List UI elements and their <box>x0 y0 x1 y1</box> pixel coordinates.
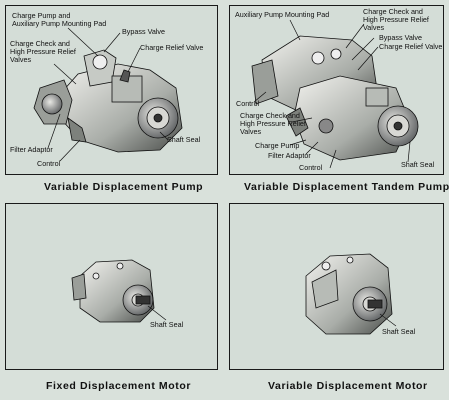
caption-variable-displacement-tandem-pump: Variable Displacement Tandem Pump <box>244 181 449 193</box>
label-shaft-seal: Shaft Seal <box>167 135 201 144</box>
label-charge-relief-valve: Charge Relief Valve <box>379 42 443 51</box>
label-charge-pump: Charge Pump <box>255 141 300 150</box>
variable-displacement-motor-drawing <box>305 253 397 335</box>
variable-displacement-pump-drawing <box>33 27 183 162</box>
label-charge-check-valves-top: Charge Check and High Pressure Relief Va… <box>363 7 429 32</box>
label-shaft-seal: Shaft Seal <box>382 327 416 336</box>
label-filter-adaptor: Filter Adaptor <box>10 145 53 154</box>
label-bypass-valve: Bypass Valve <box>379 33 423 42</box>
caption-fixed-displacement-motor: Fixed Displacement Motor <box>46 380 192 392</box>
label-control-top: Control <box>236 99 260 108</box>
label-charge-check-valves: Charge Check and High Pressure Relief Va… <box>10 39 76 64</box>
label-shaft-seal: Shaft Seal <box>150 320 184 329</box>
label-charge-pump-mounting-pad: Charge Pump and Auxiliary Pump Mounting … <box>12 11 107 28</box>
caption-variable-displacement-pump: Variable Displacement Pump <box>44 181 204 193</box>
fixed-displacement-motor-drawing <box>71 259 167 323</box>
label-filter-adaptor: Filter Adaptor <box>268 151 311 160</box>
label-bypass-valve: Bypass Valve <box>122 27 166 36</box>
variable-displacement-tandem-pump-drawing <box>251 19 419 169</box>
label-shaft-seal: Shaft Seal <box>401 160 435 169</box>
label-charge-relief-valve: Charge Relief Valve <box>140 43 204 52</box>
label-auxiliary-pump-mounting-pad: Auxiliary Pump Mounting Pad <box>235 10 330 19</box>
caption-variable-displacement-motor: Variable Displacement Motor <box>268 380 428 392</box>
label-control: Control <box>37 159 61 168</box>
label-charge-check-valves-bottom: Charge Check and High Pressure Relief Va… <box>240 111 306 136</box>
label-control-bottom: Control <box>299 163 323 172</box>
